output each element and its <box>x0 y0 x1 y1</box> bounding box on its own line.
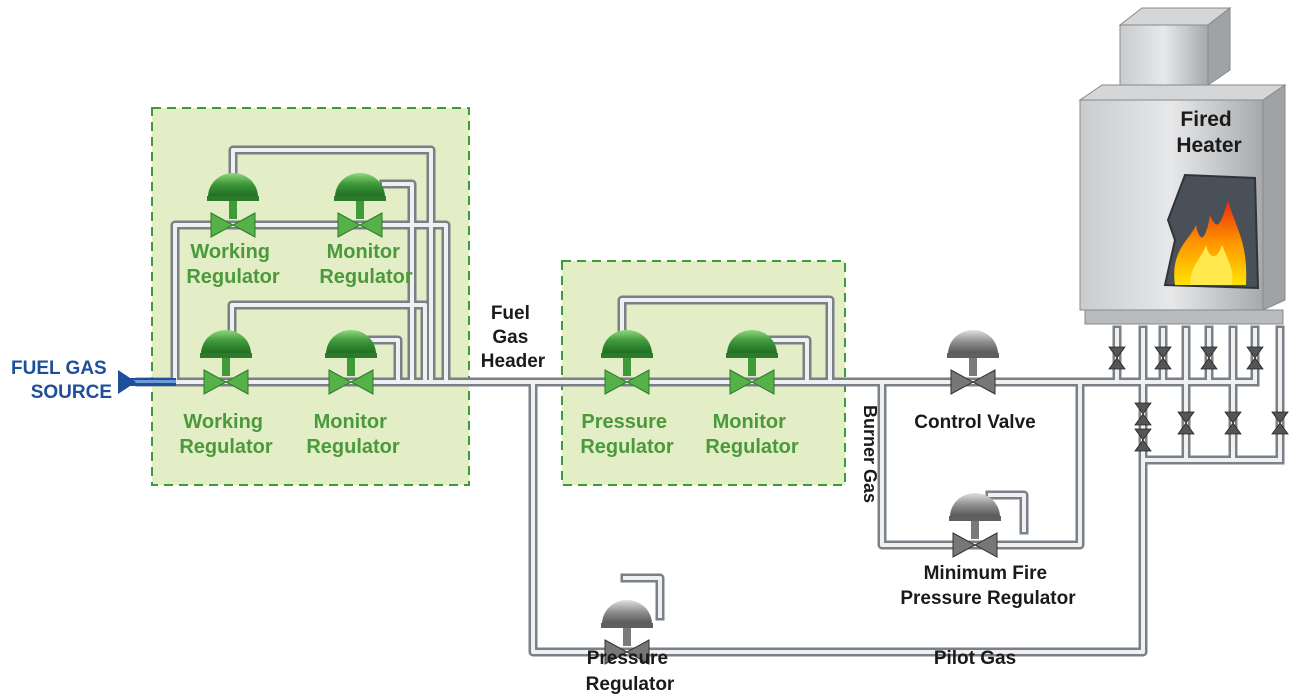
upper-monitor-regulator-label: Monitor Regulator <box>319 241 413 288</box>
min-fire-regulator-label: Minimum Fire Pressure Regulator <box>900 563 1076 609</box>
regulator-station2-monitor-icon <box>726 330 778 395</box>
pilot-pressure-regulator-label: Pressure Regulator <box>586 648 675 695</box>
control-valve-label: Control Valve <box>914 412 1035 433</box>
min-fire-regulator-icon <box>949 493 1001 558</box>
lower-monitor-regulator-label: Monitor Regulator <box>306 411 400 458</box>
fuel-gas-source-label: FUEL GAS SOURCE <box>11 358 112 403</box>
regulator-station2-pressure-icon <box>601 330 653 395</box>
regulator-upper-working-icon <box>207 173 259 238</box>
regulator-lower-working-icon <box>200 330 252 395</box>
regulator-upper-monitor-icon <box>334 173 386 238</box>
pilot-gas-label: Pilot Gas <box>934 648 1016 669</box>
fuel-gas-header-label: Fuel Gas Header <box>481 303 546 372</box>
upper-working-regulator-label: Working Regulator <box>186 241 280 288</box>
station2-pressure-regulator-label: Pressure Regulator <box>580 411 674 458</box>
pilot-pressure-regulator-icon <box>601 600 653 665</box>
fired-heater-label: Fired Heater <box>1176 108 1241 157</box>
burner-valves <box>1108 346 1289 452</box>
station2-monitor-regulator-label: Monitor Regulator <box>705 411 799 458</box>
lower-working-regulator-label: Working Regulator <box>179 411 273 458</box>
burner-gas-label: Burner Gas <box>860 405 880 503</box>
fuel-gas-source-arrow-icon <box>118 370 176 394</box>
fired-heater-icon <box>1078 6 1287 325</box>
regulator-lower-monitor-icon <box>325 330 377 395</box>
control-valve-icon <box>947 330 999 395</box>
